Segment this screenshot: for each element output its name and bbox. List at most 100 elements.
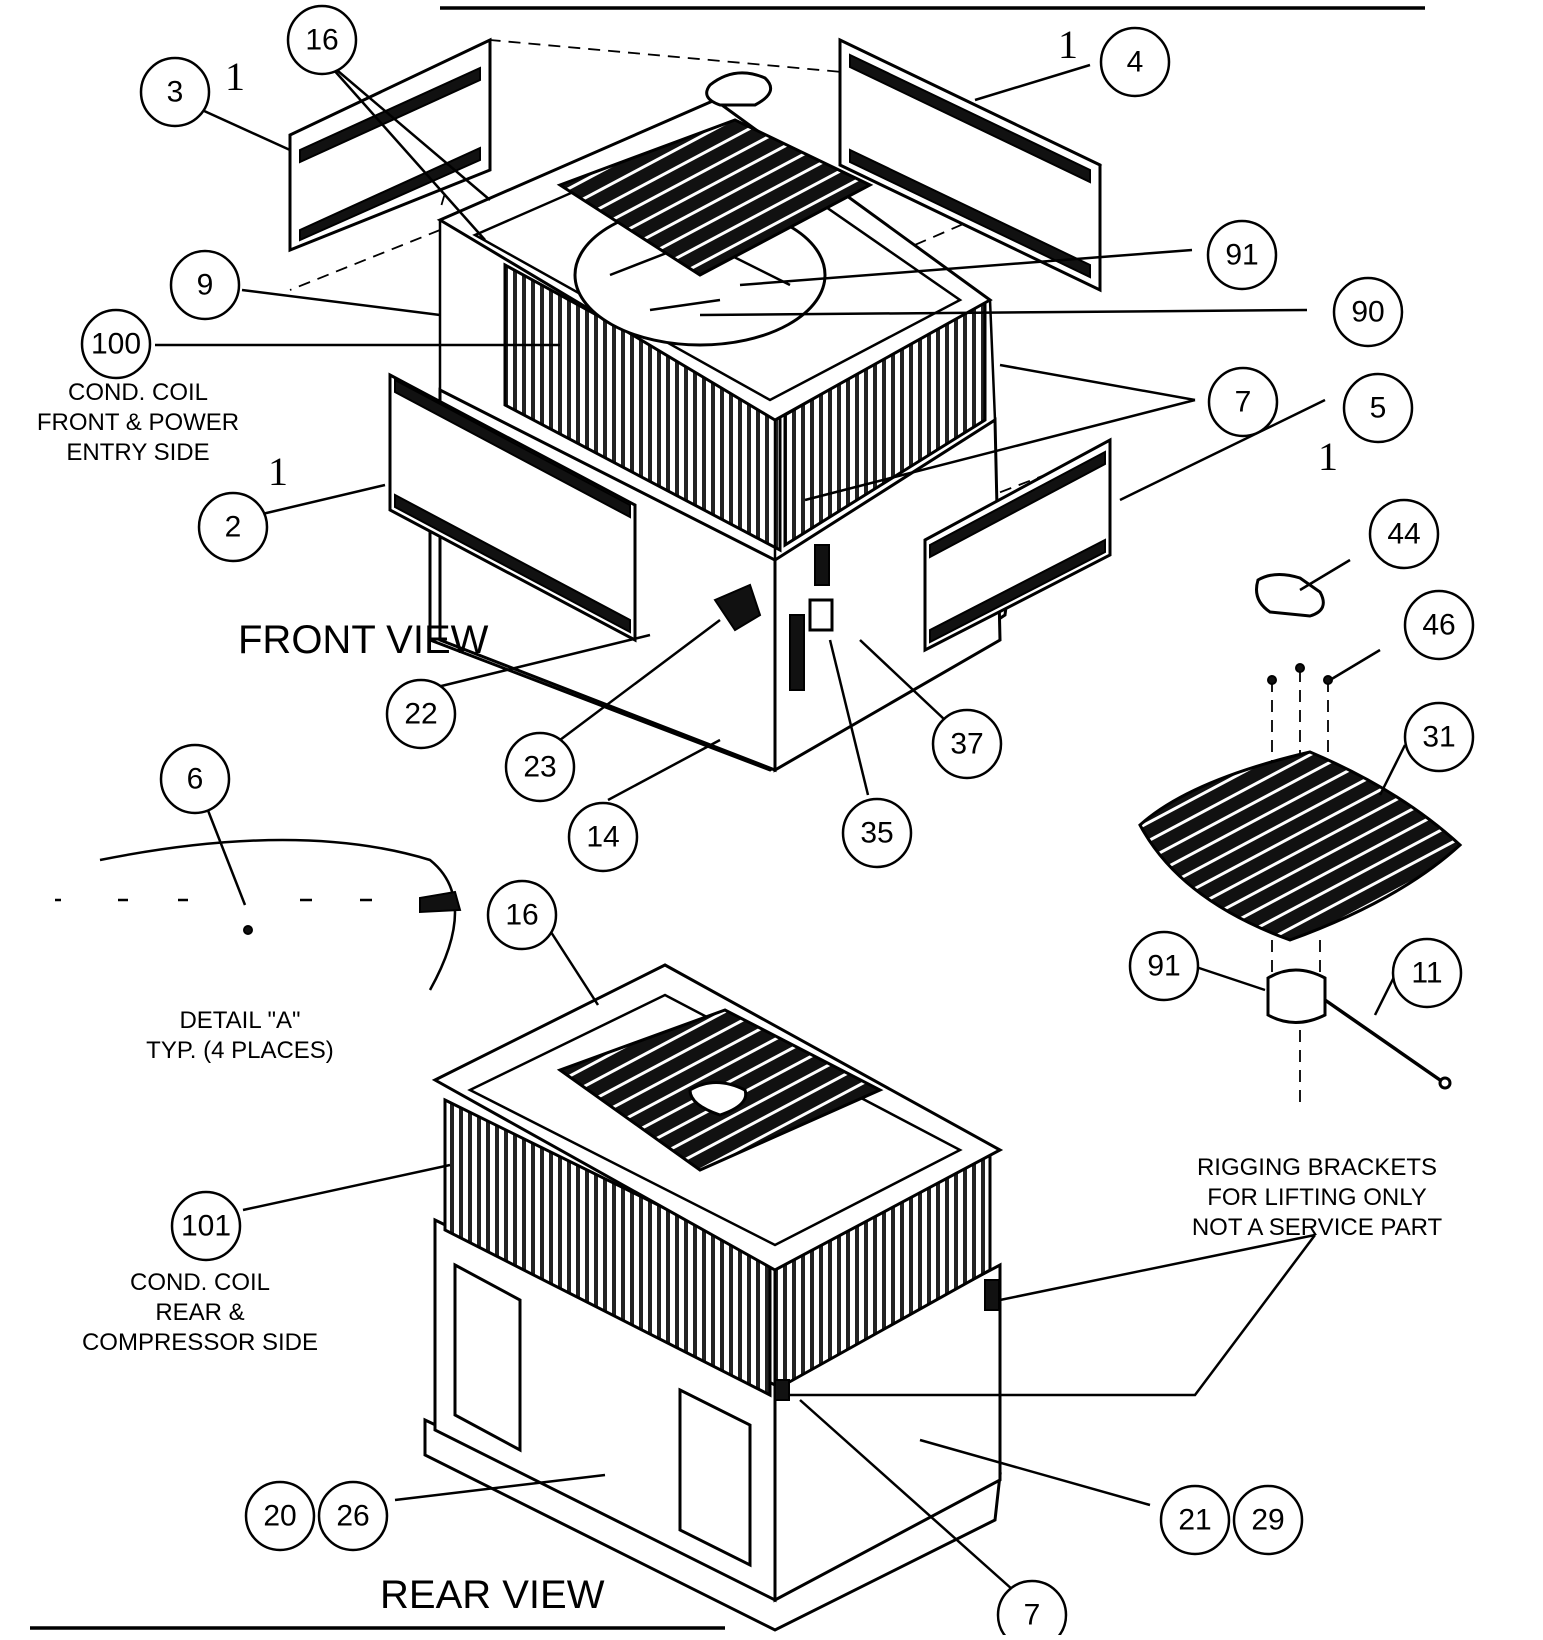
callout-91-5: 91 [1206, 219, 1278, 291]
leader-91b [1189, 963, 1266, 992]
rigging-line-1: RIGGING BRACKETS [1197, 1154, 1437, 1181]
fan-assembly-exploded [1138, 573, 1463, 1110]
detail-a-line-1: DETAIL "A" [179, 1007, 300, 1034]
callout-circle [170, 1190, 242, 1262]
callout-circle [1403, 701, 1475, 773]
callout-circle [159, 743, 231, 815]
callout-number: 4 [1127, 46, 1144, 79]
callout-number: 100 [91, 328, 141, 361]
leader-7c [799, 1399, 1014, 1591]
leader-5 [1119, 398, 1326, 502]
callout-2-9: 2 [197, 491, 269, 563]
front-top-cap [705, 71, 773, 107]
panel-5-louvers [929, 450, 1106, 644]
callout-circle [197, 491, 269, 563]
leader-11 [1373, 974, 1397, 1016]
leader-2 [257, 483, 386, 517]
leader-3 [201, 108, 291, 152]
front-view-label: FRONT VIEW [238, 618, 489, 662]
fan-guard-31 [1138, 750, 1463, 942]
callout-number: 91 [1147, 950, 1180, 983]
callout-number: 101 [181, 1210, 231, 1243]
leader-101 [242, 1163, 451, 1212]
leader-7a [999, 363, 1196, 402]
front-louver-1 [814, 544, 830, 586]
callout-circle [486, 879, 558, 951]
detail-a-point [243, 925, 253, 935]
leader-lines [155, 59, 1407, 1591]
rigging-line-2: FOR LIFTING ONLY [1207, 1184, 1427, 1211]
callout-circle [1342, 372, 1414, 444]
callout-number: 23 [523, 751, 556, 784]
front-corner-post-right [988, 299, 997, 421]
callout-16-1: 16 [286, 4, 358, 76]
callout-circle [1391, 937, 1463, 1009]
callout-circle [1206, 219, 1278, 291]
callout-number: 2 [225, 511, 242, 544]
leader-22 [424, 633, 651, 692]
leader-16b [324, 59, 486, 241]
front-louver-2 [789, 614, 805, 691]
front-disconnect-box [808, 598, 834, 632]
callout-11-21: 11 [1391, 937, 1463, 1009]
rear-view-label: REAR VIEW [380, 1573, 605, 1617]
callout-37-14: 37 [931, 708, 1003, 780]
callout-44-15: 44 [1368, 498, 1440, 570]
motor-wire-terminal [1438, 1076, 1452, 1090]
callout-number: 20 [263, 1500, 296, 1533]
callout-circle [244, 1480, 316, 1552]
leader-4 [974, 63, 1091, 102]
callout-91-20: 91 [1128, 930, 1200, 1002]
callout-circle [286, 4, 358, 76]
callout-4-2: 4 [1099, 26, 1171, 98]
callout-number: 11 [1411, 957, 1442, 990]
callout-number: 21 [1178, 1504, 1211, 1537]
callout-circle [1368, 498, 1440, 570]
rear-access-door [678, 1387, 752, 1568]
callout-100-4: 100 [80, 308, 152, 380]
rigging-bracket-upper [984, 1279, 1000, 1311]
callout-number: 90 [1351, 296, 1384, 329]
callout-90-6: 90 [1332, 276, 1404, 348]
leader-31 [1378, 744, 1407, 796]
leader-23 [539, 619, 721, 756]
leader-44 [1299, 558, 1351, 592]
callout-3: 3 [139, 56, 211, 128]
screw-2 [1295, 663, 1305, 673]
panel-4-louvers [849, 53, 1091, 279]
leader-16a [324, 59, 491, 201]
callout-number: 22 [404, 698, 437, 731]
leader-90 [699, 308, 1308, 317]
callout-circle [139, 56, 211, 128]
callout-number: 46 [1422, 609, 1455, 642]
leader-rigging-lower [790, 1234, 1316, 1397]
callout-circle [841, 797, 913, 869]
callout-circle [1207, 366, 1279, 438]
callout-46-16: 46 [1403, 589, 1475, 661]
marker-1-d: 1 [1318, 434, 1338, 479]
callout-number: 31 [1422, 721, 1455, 754]
callout-circle [385, 678, 457, 750]
callout-9-3: 9 [169, 249, 241, 321]
callout-circle [317, 1480, 389, 1552]
callout-circle [1232, 1484, 1304, 1556]
callout-circle [504, 731, 576, 803]
rear-access-opening [453, 1262, 522, 1453]
callout-23-11: 23 [504, 731, 576, 803]
front-fan-grille [556, 118, 874, 277]
callout-7-27: 7 [996, 1579, 1068, 1640]
callout-26-24: 26 [317, 1480, 389, 1552]
marker-1-c: 1 [268, 449, 288, 494]
callout-number: 16 [505, 899, 538, 932]
callout-14-12: 14 [567, 801, 639, 873]
rigging-bracket-lower [774, 1379, 790, 1401]
cond-coil-rear-line-3: COMPRESSOR SIDE [82, 1329, 318, 1356]
panel-2-louvers [394, 378, 631, 634]
cond-coil-front-line-3: ENTRY SIDE [66, 439, 209, 466]
detail-a-bracket [419, 890, 462, 914]
callout-number: 5 [1370, 392, 1387, 425]
callout-number: 91 [1225, 239, 1258, 272]
panel-5 [923, 437, 1112, 653]
front-access-plug [713, 583, 762, 632]
